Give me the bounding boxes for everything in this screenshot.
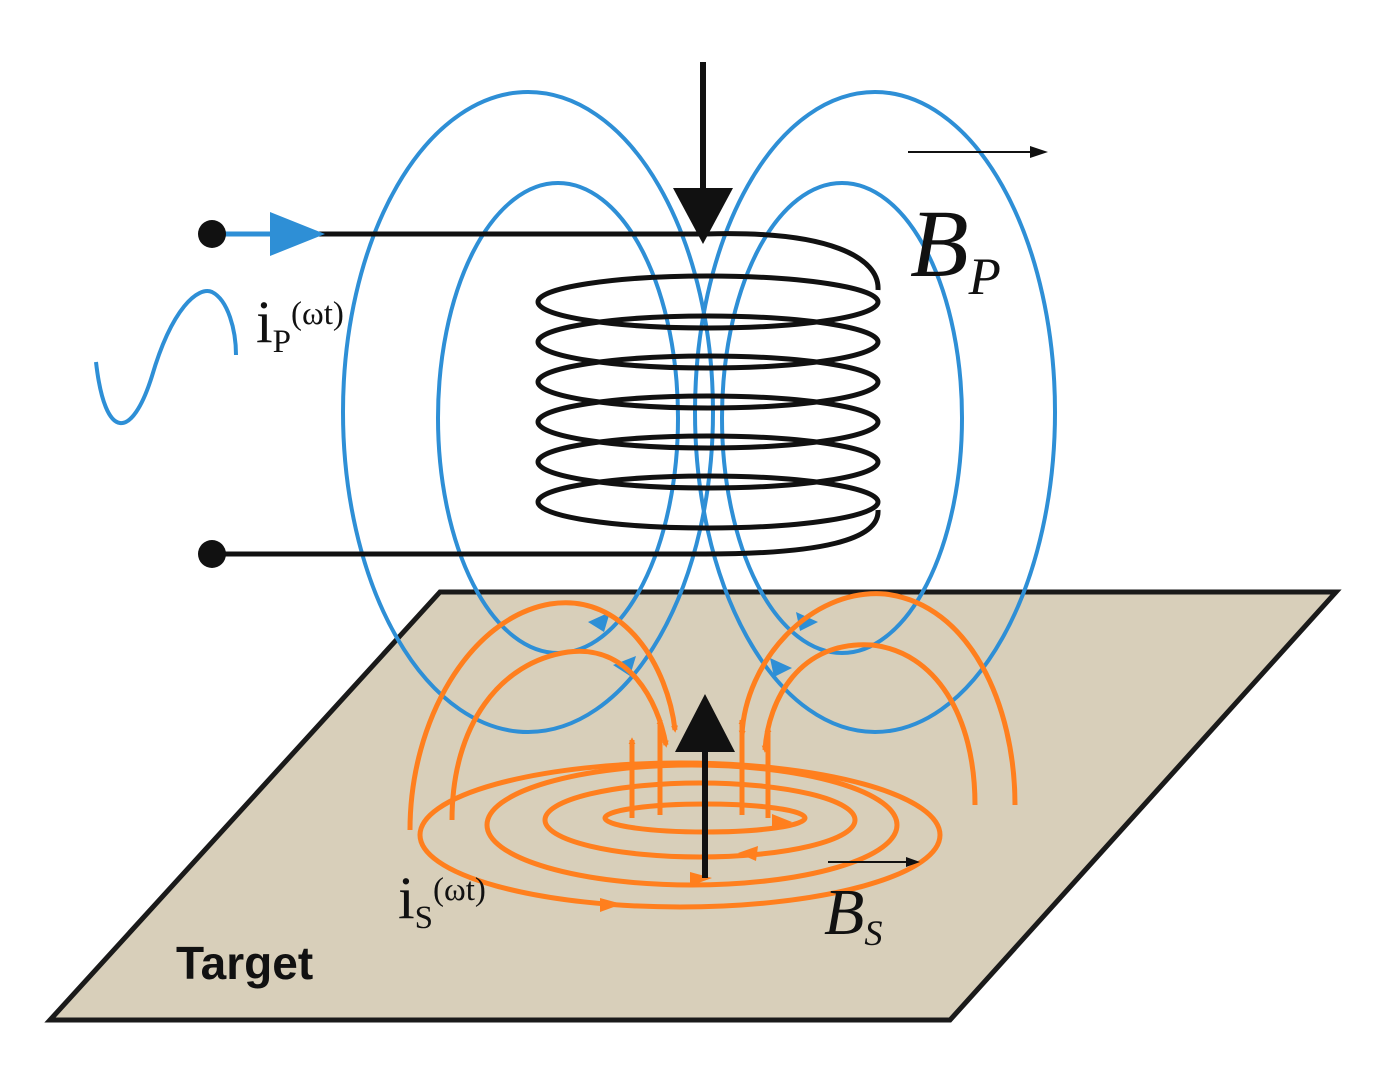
bp-vector-arrow-icon — [1030, 146, 1048, 158]
secondary-field-label-base: B — [824, 876, 865, 949]
primary-current-label: iP(ωt) — [256, 289, 344, 358]
primary-current-label-sub: P — [272, 323, 292, 360]
ac-waveform-icon — [94, 289, 238, 425]
target-label: Target — [176, 937, 314, 989]
primary-field-label: BP — [910, 196, 1001, 304]
secondary-current-label: iS(ωt) — [398, 865, 486, 934]
secondary-field-arc-outer-left — [407, 600, 679, 831]
bs-vector-arrow-icon — [906, 857, 920, 867]
primary-field-label-base: B — [910, 190, 969, 297]
secondary-current-label-sup: (ωt) — [433, 871, 486, 908]
primary-current-label-base: i — [256, 289, 273, 355]
secondary-field-arc-outer-right — [738, 591, 1018, 806]
terminal-bottom — [198, 540, 226, 568]
primary-field-loop-inner-right — [720, 181, 964, 655]
primary-field-loop-inner-left — [436, 181, 680, 655]
secondary-current-label-sub: S — [414, 899, 434, 936]
secondary-field-label-sub: S — [864, 912, 883, 953]
coil-windings — [535, 231, 881, 557]
secondary-field-arc-inner-left — [449, 648, 669, 821]
eddy-current-loop-4 — [417, 760, 943, 910]
primary-field-label-sub: P — [968, 248, 1001, 307]
primary-field-loop-outer-left — [341, 90, 715, 734]
vector-bars — [828, 146, 1048, 867]
eddy-current-arrowheads — [600, 814, 792, 912]
primary-current-label-sup: (ωt) — [291, 295, 344, 332]
secondary-field-direction-arrow — [675, 694, 735, 878]
secondary-field-label: BS — [824, 880, 882, 952]
eddy-current-loop-2 — [542, 780, 858, 860]
terminal-top — [198, 220, 226, 248]
coil-leads — [198, 212, 705, 568]
primary-current-arrow-icon — [270, 212, 325, 256]
primary-field-loop-outer-right — [693, 90, 1057, 734]
secondary-field-arc-inner-right — [761, 642, 978, 806]
secondary-current-label-base: i — [398, 865, 415, 931]
primary-field-direction-arrow — [673, 62, 733, 244]
